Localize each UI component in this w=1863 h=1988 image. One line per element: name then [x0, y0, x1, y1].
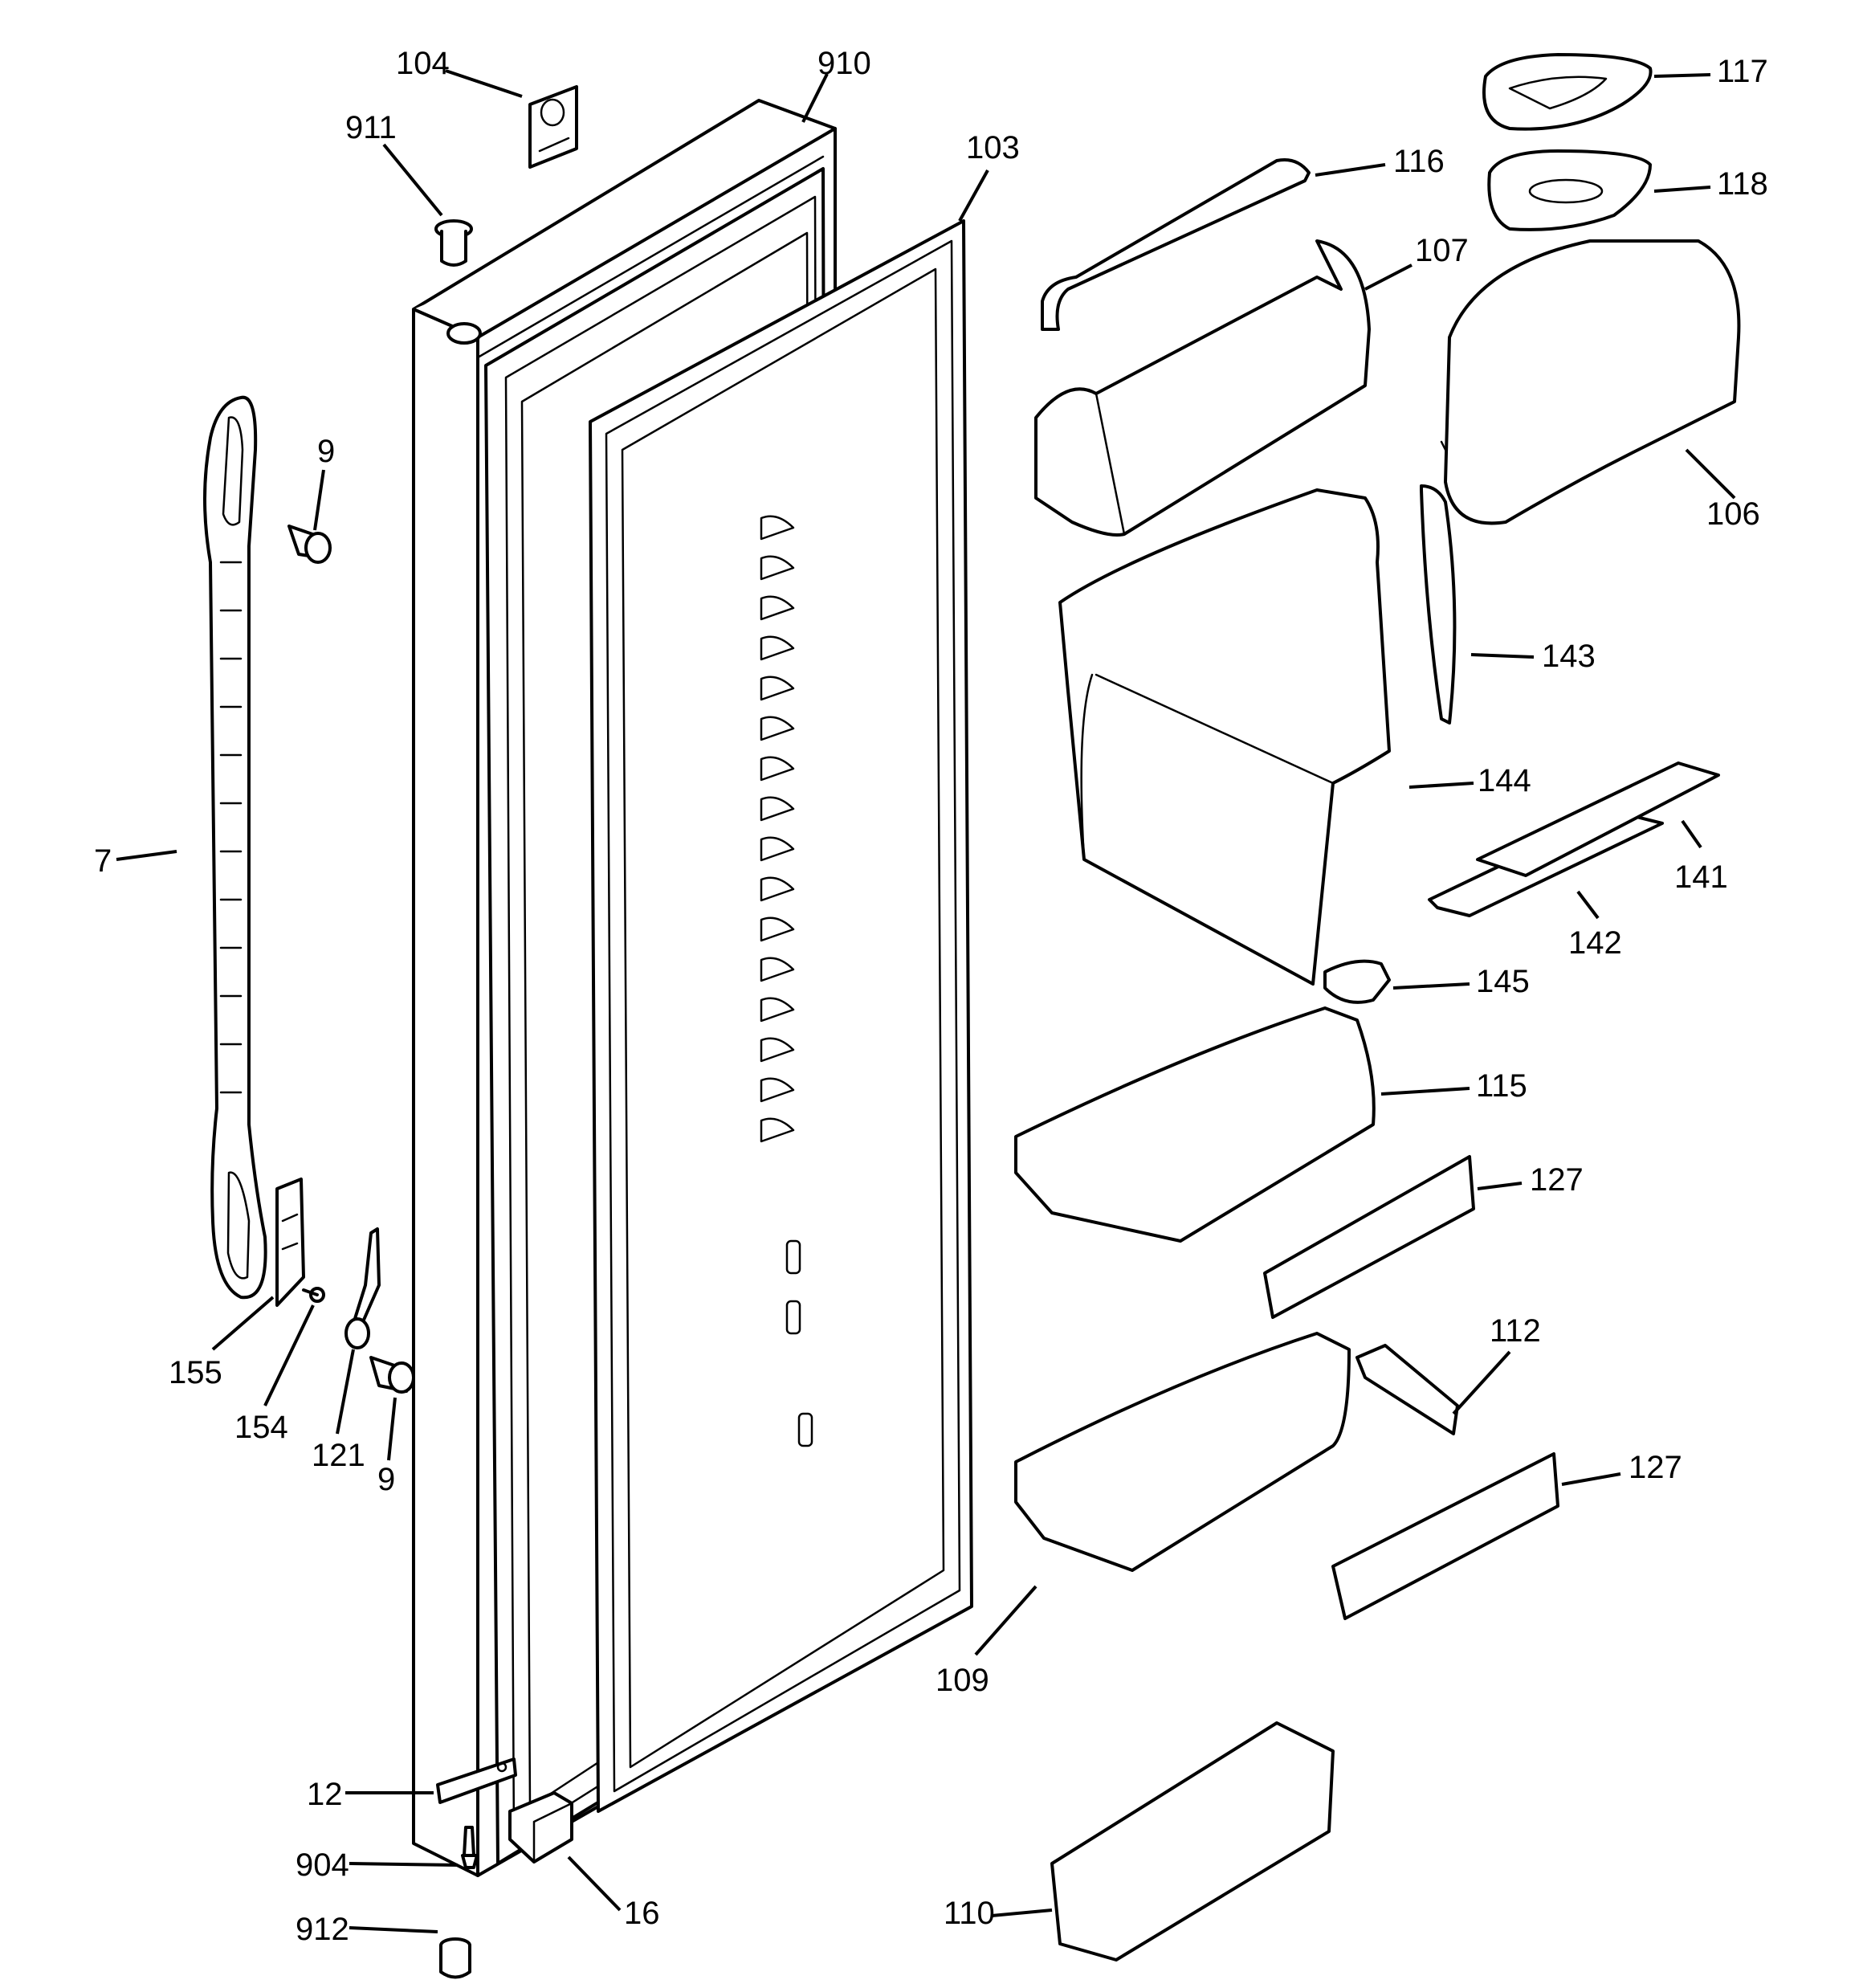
leader-141 — [1681, 819, 1702, 849]
leader-107 — [1364, 263, 1413, 291]
leader-115 — [1380, 1087, 1470, 1096]
callout-154: 154 — [234, 1410, 288, 1445]
lower-door-bin — [1014, 1332, 1351, 1572]
callout-106: 106 — [1706, 496, 1760, 532]
bin-divider — [1355, 1344, 1459, 1435]
leader-127b — [1561, 1472, 1621, 1486]
upper-door-bin — [1034, 239, 1371, 537]
leader-9b — [387, 1397, 397, 1461]
leader-154 — [263, 1304, 315, 1406]
leader-112 — [1452, 1350, 1511, 1415]
leader-912 — [349, 1926, 438, 1933]
leader-118 — [1653, 186, 1711, 193]
callout-12: 12 — [307, 1777, 343, 1812]
callout-7: 7 — [94, 843, 112, 879]
callout-9-lower: 9 — [377, 1462, 395, 1497]
callout-115: 115 — [1476, 1068, 1527, 1104]
ice-dispenser-housing — [1058, 488, 1391, 986]
dispenser-cover — [1482, 53, 1653, 131]
callout-127-upper: 127 — [1530, 1162, 1584, 1198]
callout-112: 112 — [1490, 1313, 1541, 1349]
callout-141: 141 — [1674, 859, 1728, 895]
leader-lines — [116, 69, 1736, 1933]
leader-109 — [974, 1585, 1037, 1656]
bin-front-trim-upper — [1263, 1155, 1475, 1319]
liner-shelf-supports — [760, 515, 813, 1447]
door-handle — [203, 395, 267, 1300]
leader-117 — [1653, 73, 1711, 78]
leader-145 — [1392, 982, 1470, 990]
door-label-plate — [528, 85, 578, 169]
leader-910 — [801, 73, 829, 123]
leader-155 — [211, 1296, 275, 1351]
handle-screw-upper — [287, 525, 332, 564]
leader-911 — [382, 143, 443, 217]
callout-labels: 104 910 911 103 9 7 155 154 121 9 12 904… — [94, 46, 1768, 1947]
callout-904: 904 — [296, 1847, 349, 1883]
leader-9a — [313, 469, 325, 531]
middle-door-bin — [1014, 1006, 1376, 1243]
leader-121 — [336, 1349, 355, 1435]
leader-7 — [116, 850, 177, 861]
bottom-hinge-bushing — [439, 1937, 471, 1979]
leader-904 — [349, 1862, 459, 1867]
callout-103: 103 — [966, 130, 1020, 165]
bin-rail — [1041, 158, 1311, 331]
door-stop — [344, 1227, 381, 1349]
callout-145: 145 — [1476, 964, 1530, 999]
lower-hinge-bracket — [508, 1791, 573, 1863]
top-hinge-bushing — [434, 219, 473, 267]
leader-144 — [1408, 782, 1474, 789]
leader-104 — [445, 69, 523, 98]
leader-103 — [958, 169, 989, 222]
leader-143 — [1470, 653, 1535, 659]
callout-16: 16 — [624, 1896, 660, 1931]
callout-910: 910 — [817, 46, 871, 81]
leader-142 — [1576, 890, 1600, 920]
callout-912: 912 — [296, 1912, 349, 1947]
callout-155: 155 — [169, 1355, 222, 1390]
dispenser-side-trim — [1420, 484, 1457, 725]
callout-104: 104 — [396, 46, 450, 81]
callout-144: 144 — [1478, 763, 1531, 798]
callout-117: 117 — [1717, 54, 1768, 89]
dairy-compartment-cover — [1440, 239, 1741, 525]
leader-110 — [991, 1908, 1053, 1917]
leader-106 — [1685, 448, 1736, 500]
callout-121: 121 — [312, 1438, 365, 1473]
bracket-screw — [302, 1287, 325, 1303]
callout-116: 116 — [1393, 144, 1445, 179]
hinge-plate — [436, 1757, 517, 1804]
dispenser-tray — [1487, 149, 1652, 231]
door-cap-hole — [446, 322, 482, 345]
callout-110: 110 — [944, 1896, 995, 1931]
bottom-door-bin — [1050, 1721, 1335, 1961]
callout-9-upper: 9 — [317, 434, 335, 469]
egg-tray-upper — [1476, 761, 1720, 877]
callout-109: 109 — [936, 1663, 989, 1698]
callout-127-lower: 127 — [1629, 1450, 1682, 1485]
hinge-screw — [461, 1826, 479, 1869]
callout-142: 142 — [1568, 925, 1622, 961]
callout-911: 911 — [345, 110, 397, 145]
door-gasket — [589, 219, 973, 1813]
leader-16 — [567, 1855, 622, 1912]
handle-bracket — [275, 1178, 305, 1307]
callout-118: 118 — [1717, 166, 1768, 202]
dispenser-paddle — [1323, 959, 1391, 1004]
leader-127a — [1477, 1182, 1523, 1190]
leader-116 — [1315, 163, 1386, 177]
callout-107: 107 — [1415, 233, 1469, 268]
handle-screw-lower — [369, 1356, 415, 1394]
bin-front-trim-lower — [1331, 1452, 1559, 1620]
callout-143: 143 — [1542, 639, 1596, 674]
